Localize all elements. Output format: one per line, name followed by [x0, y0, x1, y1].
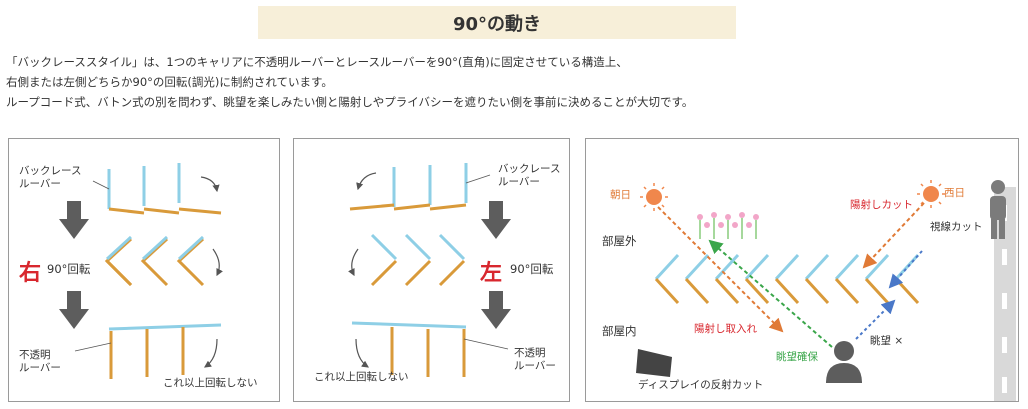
no-more-rotation-label: これ以上回転しない [163, 377, 258, 389]
sun-in-ray [657, 206, 784, 333]
rotation-90-label: 90°回転 [510, 262, 554, 276]
morning-sun-icon [640, 183, 668, 211]
section-title: 90°の動き [258, 6, 736, 39]
right-bottom-state [108, 323, 222, 379]
description-line-2: 右側または左側どちらか90°の回転(調光)に制約されています。 [6, 75, 333, 89]
display-label: ディスプレイの反射カット [638, 379, 764, 391]
scene-diagram [636, 180, 1016, 401]
person-outside-icon [990, 180, 1006, 239]
display-icon [636, 349, 672, 377]
flowers-icon [697, 212, 759, 239]
no-more-rotation-label: これ以上回転しない [314, 371, 409, 383]
right-rotation-diagram [59, 163, 223, 379]
panel-scene: 朝日 西日 部屋外 部屋内 陽射しカット 視線カット 陽射し取入れ 眺望確保 眺… [585, 138, 1019, 402]
view-ok-label: 眺望確保 [776, 351, 818, 363]
left-rotation-diagram [348, 163, 511, 377]
opaque-louver-label: 不透明ルーバー [514, 347, 556, 372]
view-blocked-ray [855, 299, 896, 340]
west-sun-icon [917, 180, 945, 208]
sun-in-label: 陽射し取入れ [694, 323, 757, 335]
description-line-1: 「バックレーススタイル」は、1つのキャリアに不透明ルーバーとレースルーバーを90… [6, 55, 628, 69]
panel-right-rotation: バックレースルーバー 右 90°回転 不透明ルーバー これ以上回転しない [8, 138, 280, 402]
left-top-state [349, 163, 468, 211]
outside-label: 部屋外 [602, 234, 637, 248]
rotation-90-label: 90°回転 [47, 262, 91, 276]
sun-cut-ray [862, 202, 925, 269]
backlace-louver-label: バックレースルーバー [498, 163, 561, 188]
section-title-text: 90°の動き [452, 13, 542, 35]
right-top-state [107, 163, 222, 215]
person-inside-icon [826, 341, 862, 383]
morning-sun-label: 朝日 [610, 189, 631, 201]
panel-left-rotation: バックレースルーバー 左 90°回転 不透明ルーバー これ以上回転しない [293, 138, 570, 402]
view-ray [708, 239, 833, 348]
left-bottom-state [351, 321, 467, 377]
description: 「バックレーススタイル」は、1つのキャリアに不透明ルーバーとレースルーバーを90… [6, 52, 693, 112]
direction-left: 左 [480, 261, 503, 286]
opaque-louver-label: 不透明ルーバー [19, 349, 61, 374]
sun-cut-label: 陽射しカット [850, 199, 913, 211]
sight-cut-label: 視線カット [930, 221, 983, 233]
louvers [654, 253, 920, 305]
direction-right: 右 [19, 261, 42, 286]
backlace-louver-label: バックレースルーバー [19, 165, 82, 190]
description-line-3: ループコード式、バトン式の別を問わず、眺望を楽しみたい側と陽射しやプライバシーを… [6, 95, 694, 109]
right-middle-state [104, 235, 205, 287]
sight-cut-ray [888, 250, 923, 289]
down-arrows [59, 201, 89, 329]
west-sun-label: 西日 [944, 187, 965, 199]
inside-label: 部屋内 [602, 324, 637, 338]
down-arrows [481, 201, 511, 329]
left-middle-state [370, 233, 466, 287]
view-ng-label: 眺望 × [870, 335, 904, 347]
